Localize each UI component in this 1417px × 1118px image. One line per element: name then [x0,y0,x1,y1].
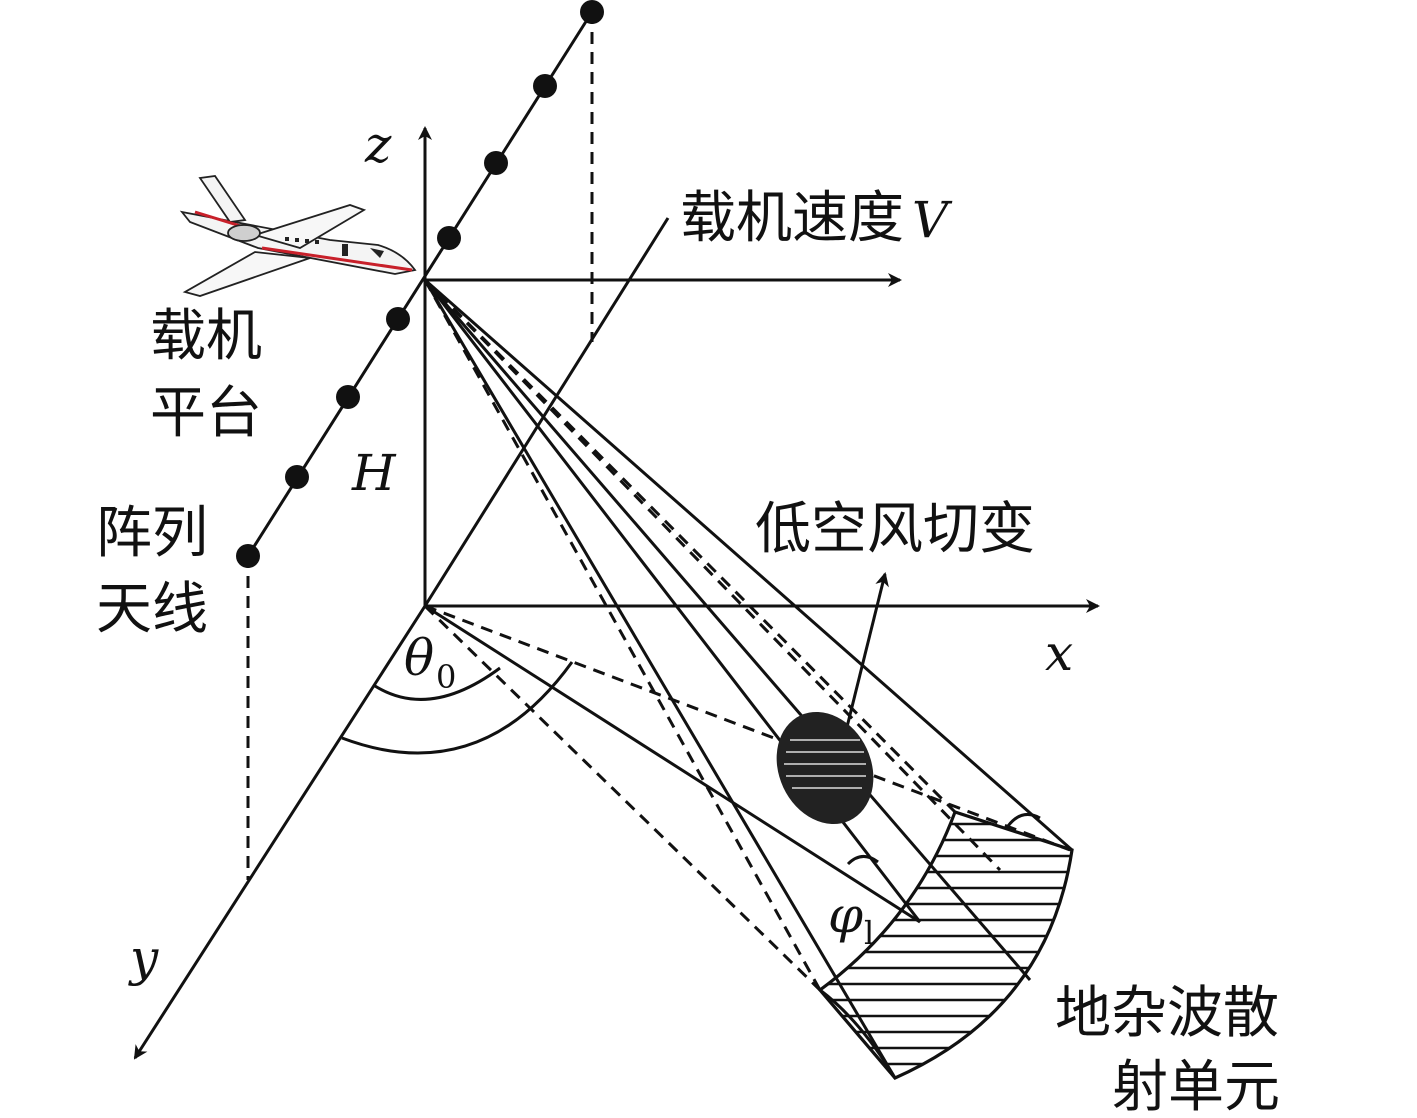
array-antenna-line [246,11,594,557]
array-label-line2: 天线 [96,577,208,642]
array-label-line1: 阵列 [96,501,208,566]
velocity-leader-line [423,217,670,607]
phi-label: φ [828,886,863,944]
platform-label-line2: 平台 [150,381,262,446]
clutter-label-line2: 射单元 [1112,1055,1280,1118]
ground-dashed-1 [424,604,1071,852]
beam-line-3 [423,279,922,923]
theta-arc-small [374,666,501,701]
windshear-label: 低空风切变 [755,497,1035,562]
platform-label-line1: 载机 [150,304,262,369]
theta-label: θ [404,629,434,687]
axis-x-label: x [1045,624,1073,682]
beam-line-2 [424,278,1073,852]
phi-subscript: l [864,914,874,952]
airplane-icon [179,175,417,297]
beam-dashed-1 [423,279,822,991]
beam-line-4 [423,279,1032,981]
array-elements [236,0,604,568]
windshear-region [776,711,874,825]
beam-dashed-3 [423,278,1002,872]
phi-arc [846,855,879,866]
height-label: H [351,444,397,502]
velocity-label: 载机速度 [680,186,904,251]
theta-arc-large [341,661,574,755]
axis-y-label: y [128,929,159,987]
axis-z-label: z [364,116,392,174]
windshear-arrow [843,572,889,736]
ground-dashed-2 [423,604,822,992]
corner-arc [1006,812,1041,827]
clutter-cell-hatching [820,812,1072,1078]
clutter-label-line1: 地杂波散 [1055,981,1279,1046]
ground-solid-3 [424,604,921,924]
theta-subscript: 0 [436,658,456,696]
beam-line-1 [423,279,897,1079]
velocity-symbol: V [912,191,953,249]
y-axis [133,605,427,1060]
